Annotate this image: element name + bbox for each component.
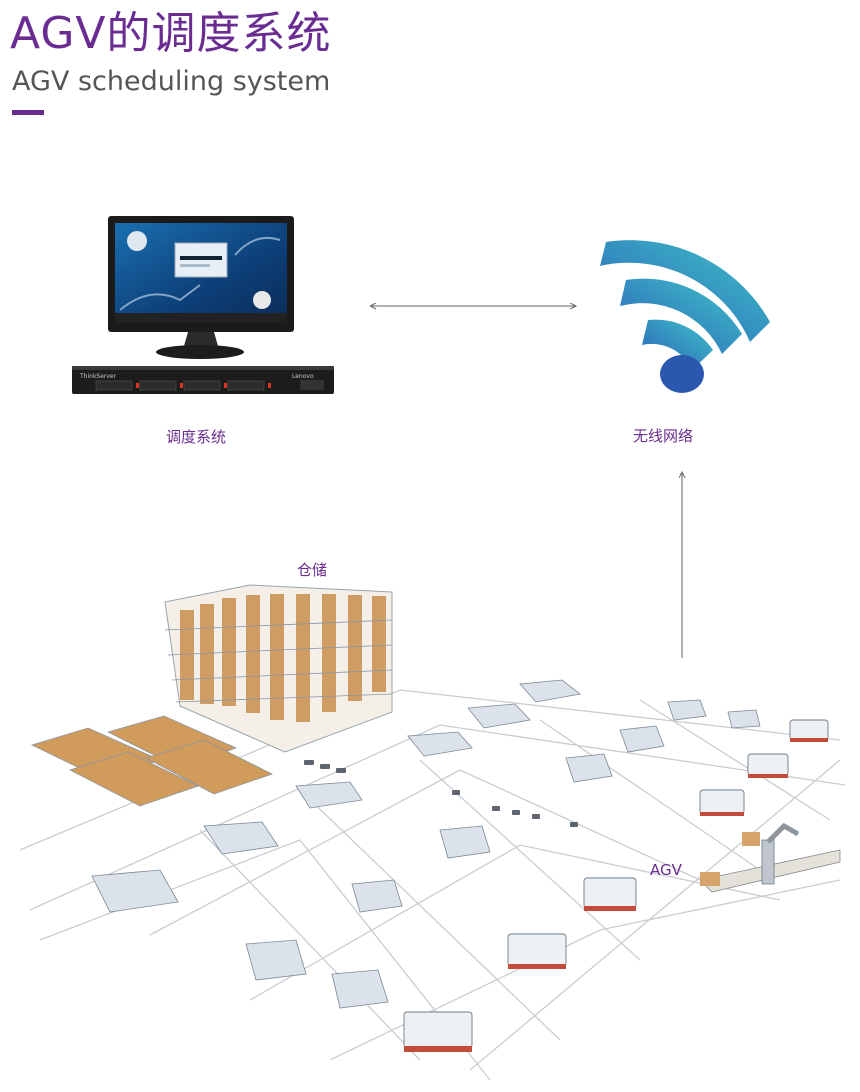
label-storage: 仓储 xyxy=(297,561,328,579)
label-wireless-network: 无线网络 xyxy=(633,427,694,445)
low-shelves-icon xyxy=(30,715,274,807)
title-underline xyxy=(12,110,44,115)
page-title: AGV的调度系统 xyxy=(10,8,332,59)
wifi-icon xyxy=(600,240,770,393)
page-subtitle: AGV scheduling system xyxy=(12,66,331,97)
server-brand-left: ThinkServer xyxy=(79,373,117,380)
warehouse-floor xyxy=(19,689,846,1081)
server-brand-right: Lenovo xyxy=(292,373,314,380)
agv-vehicles-icon xyxy=(304,760,578,827)
workstations-icon xyxy=(91,679,761,1009)
label-agv: AGV xyxy=(650,861,682,879)
robot-arm-icon xyxy=(699,822,841,893)
monitor-icon xyxy=(108,216,294,359)
label-scheduling-system: 调度系统 xyxy=(166,428,227,446)
storage-racks-icon xyxy=(164,584,393,753)
agv-stations-icon xyxy=(403,719,829,1052)
server-icon: ThinkServer Lenovo xyxy=(72,366,334,394)
